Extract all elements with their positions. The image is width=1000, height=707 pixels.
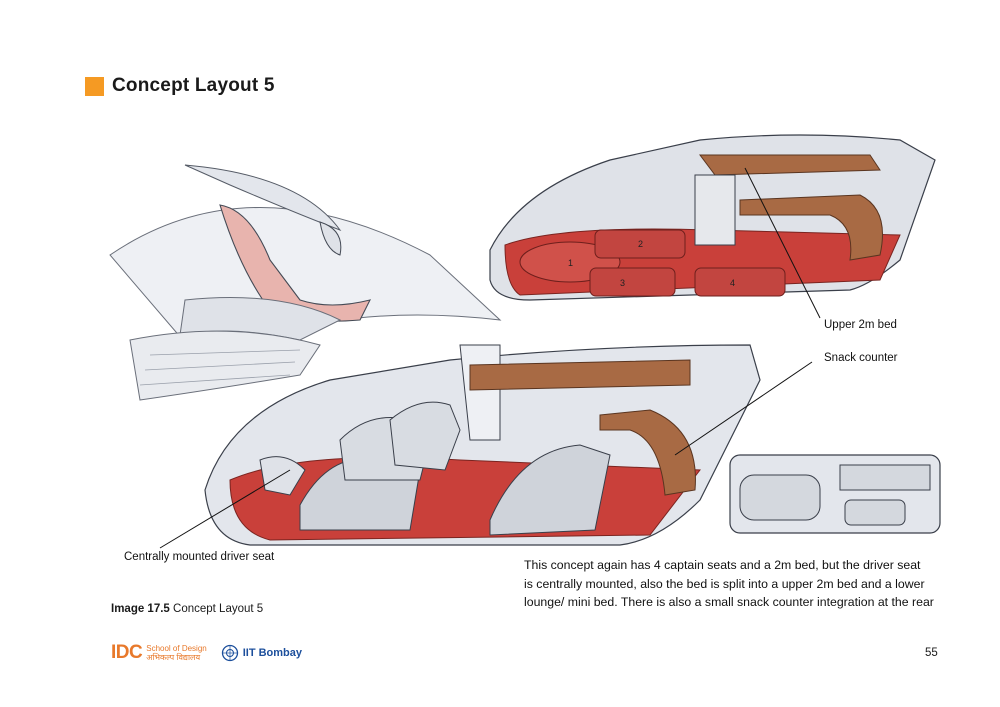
upper-bed-leader-line — [744, 167, 821, 319]
description-line-2: is centrally mounted, also the bed is sp… — [524, 576, 925, 591]
iit-emblem-icon — [221, 644, 238, 662]
seat-number-1: 1 — [568, 258, 573, 268]
page-number: 55 — [925, 647, 938, 659]
seat-detail-sketch — [109, 164, 502, 401]
callout-upper-bed: Upper 2m bed — [824, 319, 897, 331]
seat-number-3: 3 — [620, 278, 625, 288]
title-accent-square — [85, 76, 104, 96]
callout-driver-seat: Centrally mounted driver seat — [124, 551, 275, 563]
driver-seat-leader-line — [159, 469, 291, 549]
idc-subtitle-en: School of Design — [146, 643, 207, 653]
caption-label: Image 17.5 — [111, 603, 170, 615]
main-perspective-sketch — [204, 344, 761, 546]
idc-subtitle-hi: अभिकल्प विद्यालय — [146, 653, 201, 662]
top-layout-sketch: 1 2 3 4 — [489, 134, 936, 301]
callout-snack-counter: Snack counter — [824, 352, 898, 364]
snack-counter-leader-line — [674, 361, 813, 456]
idc-subtitle: School of Design अभिकल्प विद्यालय — [146, 644, 206, 663]
caption-text: Concept Layout 5 — [173, 603, 264, 615]
description-line-1: This concept again has 4 captain seats a… — [524, 558, 921, 572]
iit-bombay-name: IIT Bombay — [242, 647, 303, 659]
seat-number-2: 2 — [638, 239, 643, 249]
page-title: Concept Layout 5 — [112, 75, 275, 96]
image-caption: Image 17.5 Concept Layout 5 — [111, 603, 263, 615]
plan-view-sketch — [729, 454, 941, 534]
concept-description: This concept again has 4 captain seats a… — [524, 556, 954, 612]
description-line-3: lounge/ mini bed. There is also a small … — [524, 595, 934, 609]
idc-logo: IDC — [111, 642, 143, 663]
seat-number-4: 4 — [730, 278, 735, 288]
footer-logos: IDC School of Design अभिकल्प विद्यालय II… — [111, 642, 302, 664]
page-header: Concept Layout 5 — [85, 75, 275, 97]
